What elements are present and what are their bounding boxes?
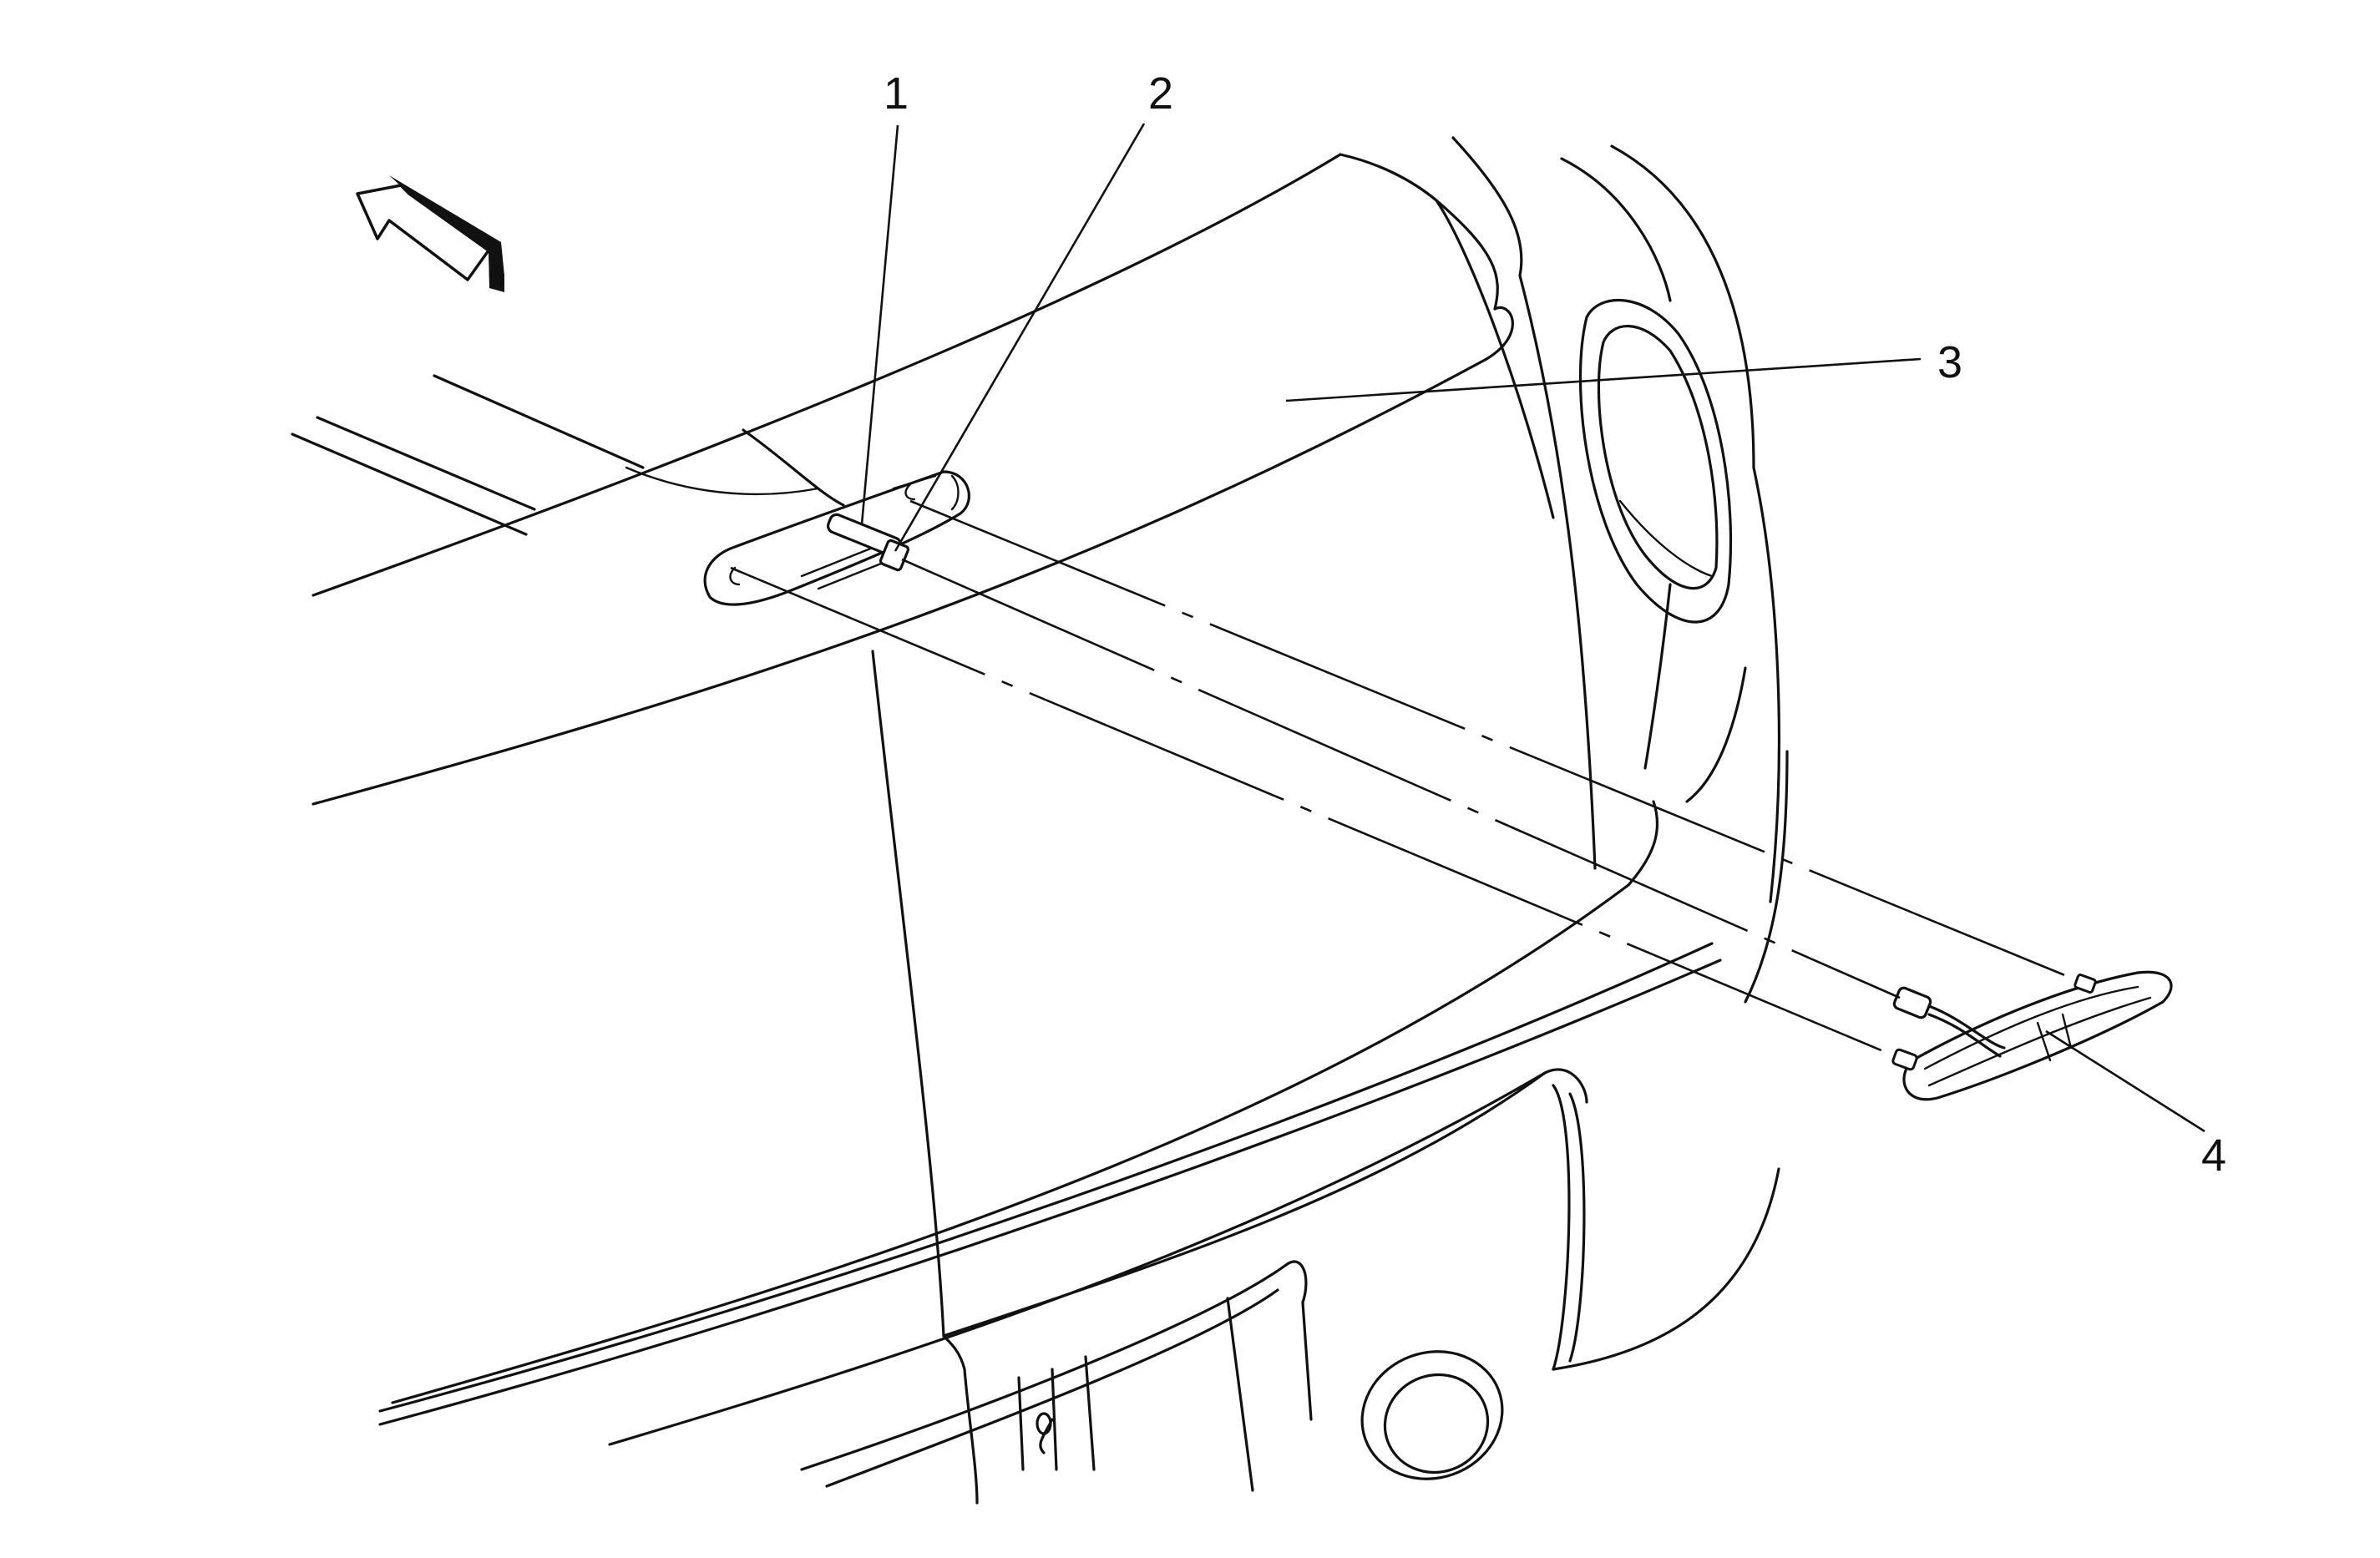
vehicle-body [311,136,1789,1505]
callout-2: 2 [1148,68,1173,119]
forward-arrow-icon [356,175,504,292]
cab-lines [291,374,845,536]
projection-lines [730,499,2082,1059]
leader-lines [860,123,2205,1133]
wiring-connector [826,513,910,572]
callout-4: 4 [2201,1131,2226,1181]
callout-1: 1 [884,68,909,119]
callout-3: 3 [1937,337,1962,387]
marker-lamp [1891,970,2173,1101]
